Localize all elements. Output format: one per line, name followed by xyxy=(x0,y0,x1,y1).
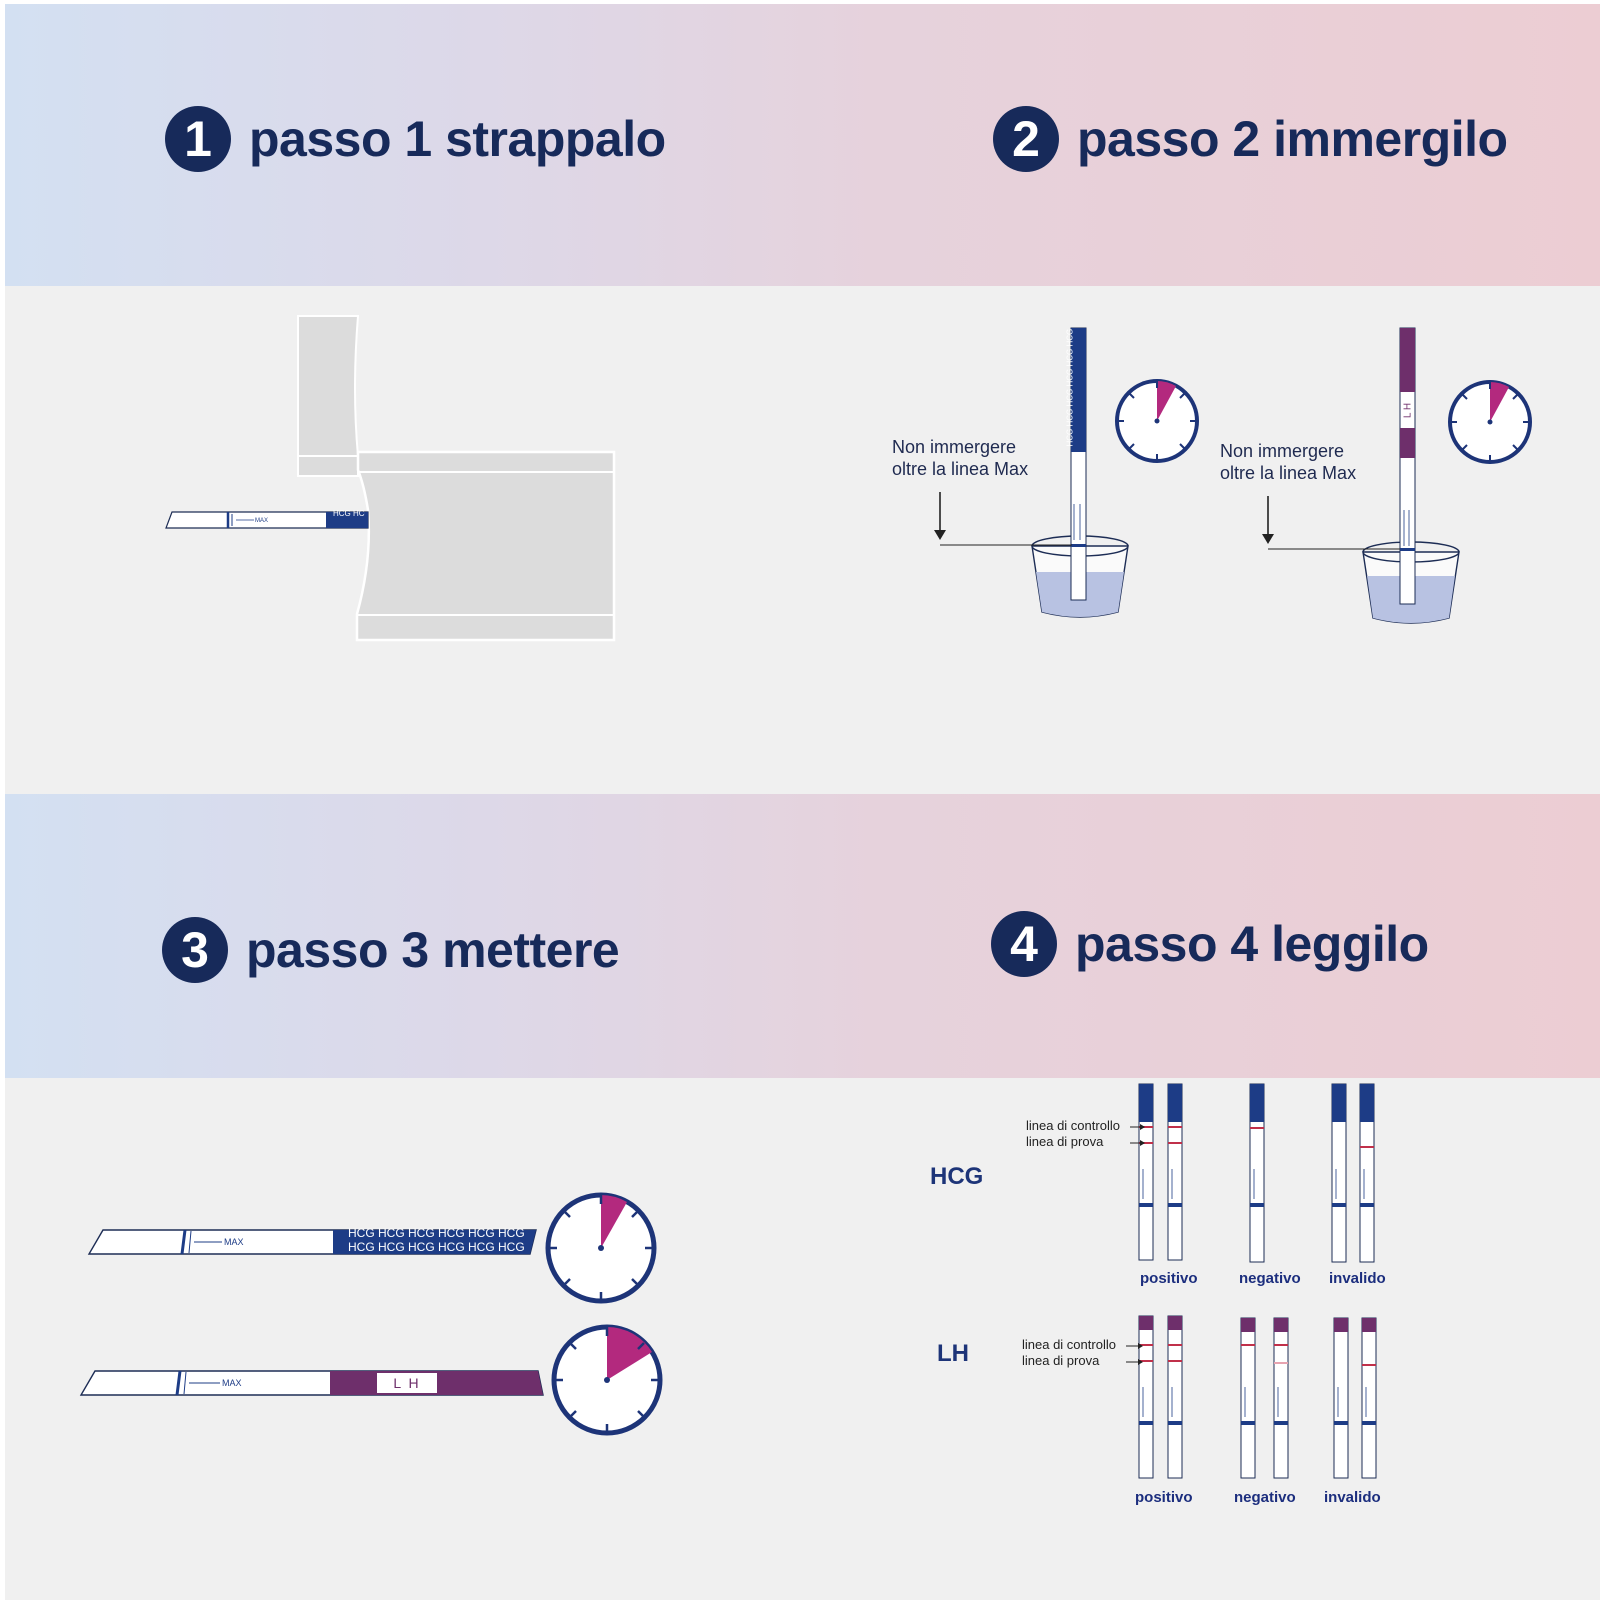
lh-strip-positive-2-result-line-0 xyxy=(1168,1344,1182,1346)
lh-strip-negative-2-cap xyxy=(1274,1318,1288,1332)
lh-strip-negative-2-max-band xyxy=(1274,1421,1288,1425)
lh-strip-negative-1 xyxy=(1240,1317,1256,1479)
lh-strip-negative-2 xyxy=(1273,1317,1289,1479)
hcg-strip-positive-1-cap xyxy=(1139,1084,1153,1122)
step-3-lh-strip-text: L H xyxy=(393,1375,421,1391)
hcg-strip-negative-result-line-0 xyxy=(1250,1127,1264,1129)
step-1-strip-hcg-text: HCG HCG HCG HCG HCG HCG xyxy=(333,509,365,518)
lh-result-strips xyxy=(1138,1315,1377,1479)
lh-strip-positive-1 xyxy=(1138,1315,1154,1479)
hcg-strip-invalid-2-max-band xyxy=(1360,1203,1374,1207)
step-4-hcg-label: HCG xyxy=(930,1163,984,1190)
step-4-hcg-control-line-label: linea di controllo xyxy=(1026,1118,1120,1133)
step-4-hcg-result-invalido: invalido xyxy=(1329,1270,1386,1287)
hcg-strip-positive-2-result-line-0 xyxy=(1168,1126,1182,1128)
step-4-lh-test-line-label: linea di prova xyxy=(1022,1353,1100,1368)
lh-strip-invalid-1-max-band xyxy=(1334,1421,1348,1425)
step-2-dip-note-lh: Non immergere oltre la linea Max xyxy=(1220,441,1357,483)
step-1-strip-max-text: MAX xyxy=(255,518,269,524)
hcg-strip-negative-max-band xyxy=(1250,1203,1264,1207)
hcg-strip-positive-2-max-band xyxy=(1168,1203,1182,1207)
step-4-lh-result-negativo: negativo xyxy=(1234,1489,1296,1506)
lh-strip-negative-1-result-line-0 xyxy=(1241,1344,1255,1346)
hcg-strip-invalid-2-result-line-0 xyxy=(1360,1146,1374,1148)
hcg-strip-negative-cap xyxy=(1250,1084,1264,1122)
lh-strip-positive-1-result-line-1 xyxy=(1139,1360,1153,1362)
step-4-heading: 4 passo 4 leggilo xyxy=(991,911,1429,977)
step-header-band-top xyxy=(5,4,1600,286)
lh-strip-negative-1-cap xyxy=(1241,1318,1255,1332)
step-3-title: passo 3 mettere xyxy=(246,922,620,978)
lh-strip-invalid-2-cap xyxy=(1362,1318,1376,1332)
lh-strip-invalid-1 xyxy=(1333,1317,1349,1479)
lh-strip-positive-1-result-line-0 xyxy=(1139,1344,1153,1346)
hcg-strip-positive-1-max-band xyxy=(1139,1203,1153,1207)
lh-strip-negative-2-result-line-1 xyxy=(1274,1362,1288,1364)
step-4-title: passo 4 leggilo xyxy=(1075,916,1429,972)
step-2-dip-note-hcg: Non immergere oltre la linea Max xyxy=(892,437,1029,479)
hcg-strip-positive-1-result-line-1 xyxy=(1139,1142,1153,1144)
step-header-band-bottom xyxy=(5,794,1600,1078)
step-3-hcg-strip-text-bottom: HCG HCG HCG HCG HCG HCG xyxy=(348,1240,525,1254)
step-1-title: passo 1 strappalo xyxy=(249,111,666,167)
lh-strip-positive-1-max-band xyxy=(1139,1421,1153,1425)
lh-strip-invalid-2-result-line-0 xyxy=(1362,1364,1376,1366)
lh-strip-invalid-1-cap xyxy=(1334,1318,1348,1332)
lh-strip-invalid-2 xyxy=(1361,1317,1377,1479)
step-panel-top xyxy=(5,286,1600,794)
step-1-heading: 1 passo 1 strappalo xyxy=(165,106,666,172)
step-4-hcg-result-positivo: positivo xyxy=(1140,1270,1198,1287)
step-4-lh-control-line-label: linea di controllo xyxy=(1022,1337,1116,1352)
step-1-number-badge: 1 xyxy=(165,106,231,172)
lh-strip-positive-1-cap xyxy=(1139,1316,1153,1330)
lh-strip-positive-2-result-line-1 xyxy=(1168,1360,1182,1362)
lh-strip-invalid-2-max-band xyxy=(1362,1421,1376,1425)
lh-strip-positive-2-cap xyxy=(1168,1316,1182,1330)
hcg-strip-positive-2-result-line-1 xyxy=(1168,1142,1182,1144)
hcg-strip-invalid-1-max-band xyxy=(1332,1203,1346,1207)
step-4-number-badge: 4 xyxy=(991,911,1057,977)
lh-strip-negative-1-max-band xyxy=(1241,1421,1255,1425)
hcg-result-strips xyxy=(1138,1083,1375,1263)
step-3-heading: 3 passo 3 mettere xyxy=(162,917,620,983)
hcg-strip-invalid-2-cap xyxy=(1360,1084,1374,1122)
step-2-title: passo 2 immergilo xyxy=(1077,111,1508,167)
lh-strip-negative-2-result-line-0 xyxy=(1274,1344,1288,1346)
step-4-hcg-result-negativo: negativo xyxy=(1239,1270,1301,1287)
hcg-strip-invalid-1-cap xyxy=(1332,1084,1346,1122)
step-3-lh-strip-max: MAX xyxy=(222,1378,242,1388)
hcg-strip-positive-1-result-line-0 xyxy=(1139,1126,1153,1128)
lh-strip-positive-2-max-band xyxy=(1168,1421,1182,1425)
step-2-number-badge: 2 xyxy=(993,106,1059,172)
step-4-lh-label: LH xyxy=(937,1340,969,1367)
step-4-lh-result-positivo: positivo xyxy=(1135,1489,1193,1506)
hcg-strip-positive-2-cap xyxy=(1168,1084,1182,1122)
step-2-heading: 2 passo 2 immergilo xyxy=(993,106,1508,172)
step-4-lh-result-invalido: invalido xyxy=(1324,1489,1381,1506)
step-3-number-badge: 3 xyxy=(162,917,228,983)
step-3-hcg-strip-max: MAX xyxy=(224,1237,244,1247)
step-3-hcg-strip-text-top: HCG HCG HCG HCG HCG HCG xyxy=(348,1226,525,1240)
lh-strip-positive-2 xyxy=(1167,1315,1183,1479)
step-4-hcg-test-line-label: linea di prova xyxy=(1026,1134,1104,1149)
